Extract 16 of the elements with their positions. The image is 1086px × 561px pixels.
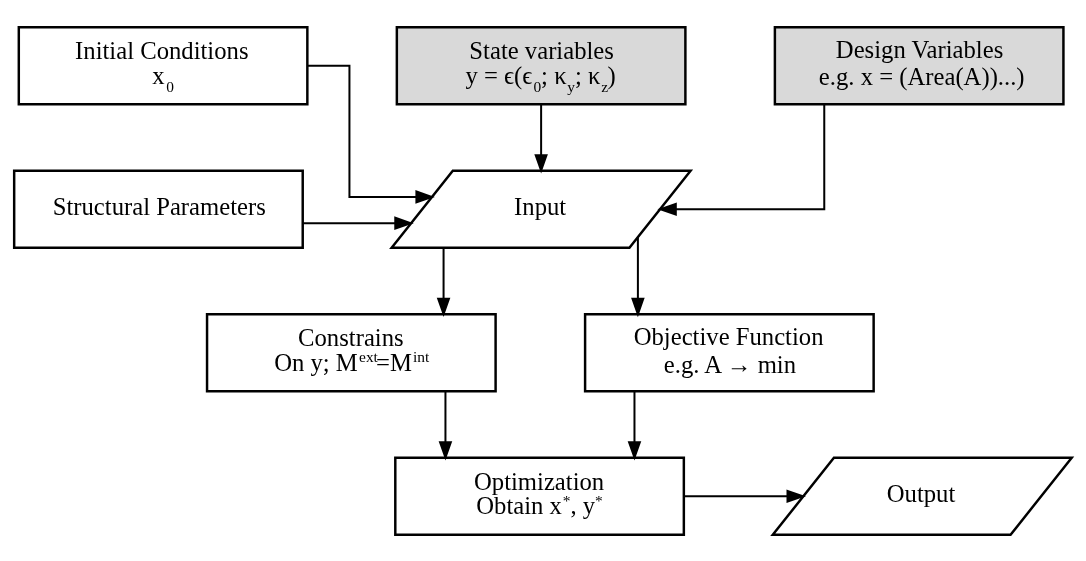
- arrow: [627, 391, 642, 461]
- arrow: [684, 488, 806, 503]
- node-box: Constrains On y; M$^{ext}$=M$^{int}$: [205, 312, 497, 393]
- node-box: State variables y = ϵ(ϵ$_{0}$; κ$_{y}$; κ$_{z}$): [395, 25, 687, 106]
- arrow: [534, 104, 548, 174]
- node-box: Optimization Obtain x$^{*}$, y$^{*}$: [394, 455, 686, 536]
- arrow: [303, 215, 414, 230]
- node-box: Initial Conditions x$_{0}$: [17, 25, 309, 106]
- arrow: [436, 247, 451, 317]
- arrow: [631, 237, 645, 317]
- arrow: [657, 104, 826, 216]
- node-box: Objective Function e.g. A → min: [583, 312, 875, 393]
- arrow: [307, 64, 435, 204]
- node-box: Structural Parameters: [12, 168, 304, 249]
- node-box: Design Variables e.g. x = (Area(A))...): [773, 25, 1065, 106]
- arrow: [438, 391, 453, 461]
